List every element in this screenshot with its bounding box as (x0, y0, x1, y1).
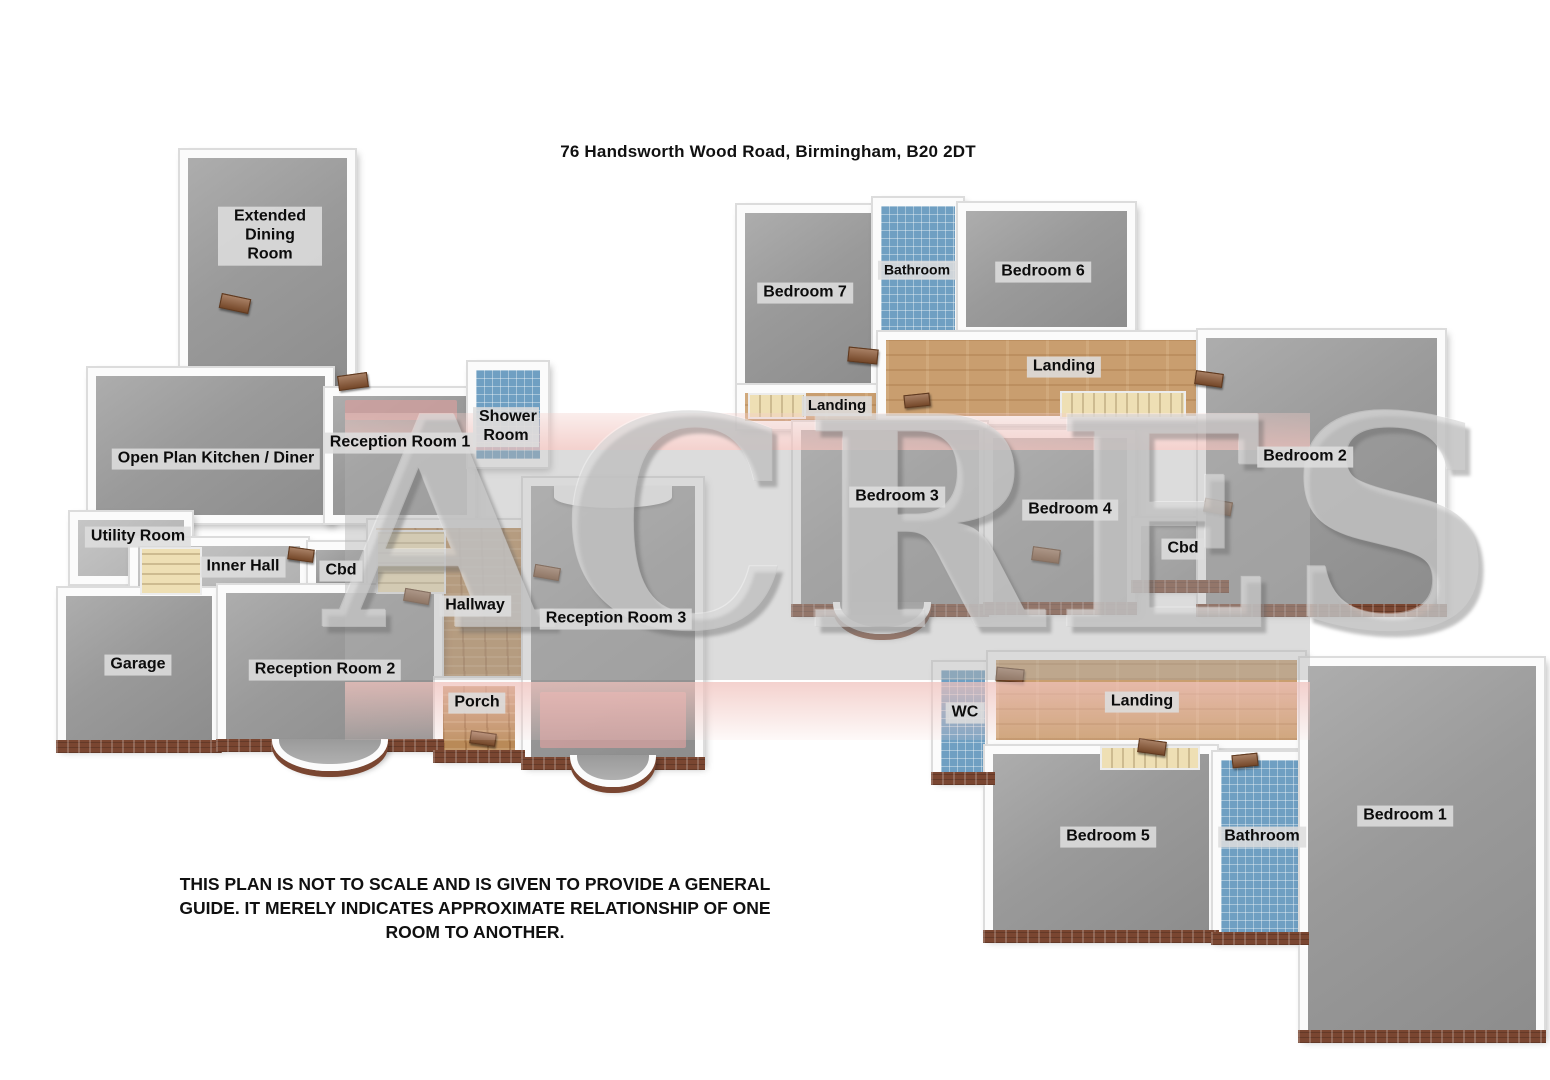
arch-wall (553, 486, 673, 508)
room-label-open-plan-kitchen-diner: Open Plan Kitchen / Diner (111, 448, 321, 470)
room-label-shower-room: Shower Room (473, 407, 539, 447)
room-label-landing-left: Landing (801, 396, 873, 416)
inner-hall-stairs (140, 547, 202, 595)
room-label-bedroom-4: Bedroom 4 (1022, 499, 1118, 521)
brick-wall-edge (56, 740, 222, 753)
disclaimer-text: THIS PLAN IS NOT TO SCALE AND IS GIVEN T… (179, 874, 771, 943)
room-label-reception-room-3: Reception Room 3 (539, 608, 693, 630)
brick-wall-edge (433, 750, 525, 763)
landing-stairs (1060, 391, 1186, 419)
rug-reception-room-1 (345, 400, 457, 420)
room-label-bedroom-1: Bedroom 1 (1357, 805, 1453, 827)
room-label-bedroom-2: Bedroom 2 (1257, 446, 1353, 468)
room-label-hallway: Hallway (439, 595, 511, 617)
room-label-wc: WC (945, 702, 985, 724)
room-label-garage: Garage (104, 654, 172, 676)
room-label-cbd-first: Cbd (1161, 538, 1205, 560)
room-label-extended-dining-room: Extended Dining Room (218, 206, 322, 266)
brick-wall-edge (1211, 932, 1309, 945)
room-label-bedroom-3: Bedroom 3 (849, 486, 945, 508)
door-icon (847, 346, 879, 365)
room-label-utility-room: Utility Room (84, 526, 192, 548)
door-icon (903, 392, 931, 409)
door-icon (995, 666, 1025, 684)
room-label-inner-hall: Inner Hall (200, 556, 286, 578)
brick-wall-edge (1131, 580, 1229, 593)
room-label-bathroom-second: Bathroom (1218, 826, 1306, 848)
brick-wall-edge (1298, 1030, 1546, 1043)
brick-wall-edge (983, 602, 1137, 615)
room-open-plan-kitchen-diner (88, 368, 333, 523)
room-label-bedroom-5: Bedroom 5 (1060, 826, 1156, 848)
rug-reception-room-3 (540, 692, 686, 748)
room-label-porch: Porch (448, 692, 506, 714)
hallway-stairs (376, 530, 446, 594)
room-bedroom-5 (983, 746, 1219, 943)
room-label-reception-room-1: Reception Room 1 (323, 432, 477, 454)
brick-wall-edge (1196, 604, 1447, 617)
room-bedroom-2 (1196, 330, 1447, 617)
landing-left-stairs (748, 393, 806, 419)
brick-wall-edge (931, 772, 995, 785)
door-icon (1231, 752, 1259, 769)
room-label-landing-first: Landing (1026, 356, 1102, 378)
room-label-reception-room-2: Reception Room 2 (248, 659, 402, 681)
room-label-bedroom-6: Bedroom 6 (995, 261, 1091, 283)
page-title: 76 Handsworth Wood Road, Birmingham, B20… (560, 142, 976, 161)
room-label-landing-second: Landing (1104, 691, 1180, 713)
brick-wall-edge (983, 930, 1219, 943)
room-label-cbd-ground: Cbd (319, 560, 363, 582)
room-bedroom-1 (1298, 658, 1546, 1043)
room-label-bedroom-7: Bedroom 7 (757, 282, 853, 304)
room-label-bathroom-first: Bathroom (877, 260, 957, 280)
